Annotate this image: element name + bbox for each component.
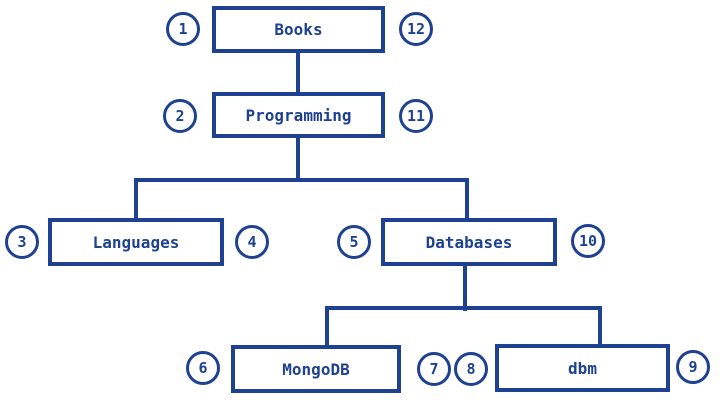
tree-node-books: Books [212,6,385,53]
nested-set-left-value-languages: 3 [5,225,39,259]
edge-programming-children [134,178,469,220]
tree-node-languages: Languages [48,218,224,266]
tree-node-dbm: dbm [495,344,670,392]
nested-set-left-value-databases: 5 [337,225,371,259]
tree-node-programming: Programming [212,92,385,138]
edge-databases-children [325,306,602,347]
nested-set-right-value-programming: 11 [399,99,433,133]
nested-set-left-value-mongodb: 6 [186,351,220,385]
tree-node-mongodb: MongoDB [231,345,401,393]
nested-set-left-value-programming: 2 [163,99,197,133]
nested-set-right-value-dbm: 9 [676,350,710,384]
nested-set-left-value-books: 1 [166,12,200,46]
nested-set-left-value-dbm: 8 [454,352,488,386]
nested-set-right-value-databases: 10 [571,224,605,258]
tree-node-databases: Databases [381,218,557,266]
nested-set-right-value-languages: 4 [235,225,269,259]
nested-set-right-value-books: 12 [399,12,433,46]
nested-set-right-value-mongodb: 7 [417,352,451,386]
